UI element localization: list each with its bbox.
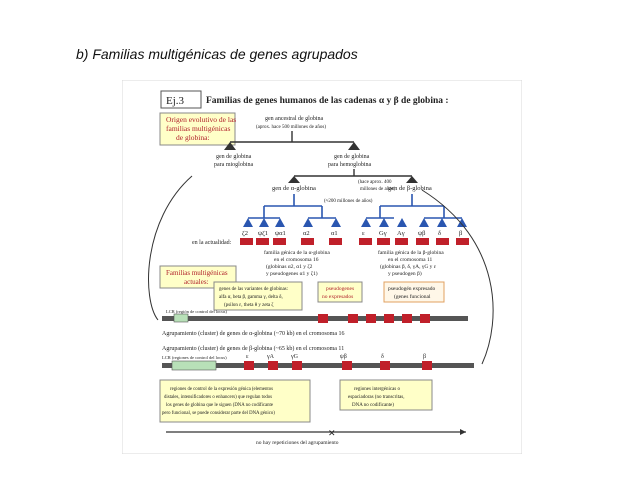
families-line-1: Familias multigénicas <box>166 269 228 277</box>
alpha-family-3: (globinas α2, α1 y ζ2 <box>266 263 313 270</box>
intergenic-line-1: regiones intergénicas o <box>354 387 401 392</box>
footer-note: no hay repeticiones del agrupamiento <box>256 440 339 446</box>
control-line-3: los genes de globina que le siguen (DNA … <box>166 403 273 408</box>
beta-family-4: y pseudogen β) <box>388 270 422 277</box>
beta-gene-2: Gγ <box>379 230 387 237</box>
alpha-family-4: y pseudogenes α1 y ζ1) <box>266 270 318 277</box>
expressed-line-2: (genes funcional <box>394 293 431 300</box>
beta-family-2: en el cromosoma 11 <box>388 257 432 263</box>
alpha-gene-3: ψα1 <box>275 230 286 237</box>
intergenic-box <box>339 379 433 411</box>
hemoglobina-label-2: para hemoglobina <box>328 162 371 168</box>
lcr-alpha: LCR (región de control del locus) <box>166 309 227 314</box>
cluster-alpha: Agrupamiento (cluster) de genes de α-glo… <box>162 330 345 337</box>
mioglobina-label-1: gen de globina <box>216 154 252 160</box>
beta-gene-1: ε <box>362 230 365 237</box>
beta-gene-6: β <box>459 230 463 237</box>
section-heading: b) Familias multigénicas de genes agrupa… <box>76 46 358 62</box>
alpha-gene-label: gen de α-globina <box>272 185 316 192</box>
ancestral-label: gen ancestral de globina <box>265 116 323 122</box>
variants-line-3: (psilon ε, theta θ y zeta ζ <box>224 302 273 308</box>
control-line-1: regiones de control de la expresión géni… <box>170 387 273 392</box>
cluster-beta: Agrupamiento (cluster) de genes de β-glo… <box>162 345 344 352</box>
no-repeat-cross-icon: ✕ <box>328 428 336 438</box>
beta-row-3: γG <box>290 354 299 360</box>
figure-label: Ej.3 <box>166 95 185 107</box>
mioglobina-label-2: para mioglobina <box>214 162 253 168</box>
beta-row-5: δ <box>381 354 384 360</box>
pseudogenes-line-2: no expresados <box>322 294 353 300</box>
expressed-box <box>383 281 445 303</box>
beta-row-4: ψβ <box>340 354 347 360</box>
variants-box <box>213 281 303 311</box>
alpha-gene-4: α2 <box>303 230 310 237</box>
intergenic-line-2: espaciadoras (no transcritas, <box>348 395 405 400</box>
variants-line-2: alfa α, beta β, gamma γ, delta δ, <box>219 295 283 300</box>
beta-family-3: (globinas β, δ, γA, γG y ε <box>380 263 437 270</box>
beta-gene-4: ψβ <box>418 230 426 237</box>
beta-gene-5: δ <box>438 230 441 237</box>
beta-row-1: ε <box>246 354 249 360</box>
control-line-4: pero funcional, se puede considerar part… <box>162 411 275 416</box>
hemoglobina-label-1: gen de globina <box>334 154 370 160</box>
alpha-gene-5: α1 <box>331 230 338 237</box>
intergenic-line-3: DNA no codificante) <box>352 403 394 408</box>
origin-line-1: Origen evolutivo de las <box>166 115 236 124</box>
beta-gene-label: gen de β-globina <box>388 185 432 192</box>
families-line-2: actuales: <box>184 278 209 286</box>
lcr-beta: LCR (regiones de control del locus) <box>162 355 227 360</box>
origin-box <box>159 112 236 146</box>
split-note-2: millones de años) <box>360 187 396 192</box>
expressed-line-1: pseudogén expresado <box>388 286 435 292</box>
origin-line-2: familias multigénicas <box>166 124 230 133</box>
beta-gene-3: Aγ <box>397 230 405 237</box>
origin-line-3: de globina: <box>176 133 210 142</box>
alpha-family-2: en el cromosoma 16 <box>274 257 319 263</box>
ancestral-note: (aprox. hace 500 millones de años) <box>256 125 326 130</box>
alpha-family-1: familia génica de la α-globina <box>264 249 330 256</box>
figure-title: Familias de genes humanos de las cadenas… <box>206 96 449 106</box>
pseudogenes-line-1: pseudogenes <box>326 286 354 292</box>
figure-label-box <box>160 90 202 109</box>
beta-family-1: familia génica de la β-globina <box>378 249 444 256</box>
pseudogenes-box <box>317 281 363 303</box>
alpha-gene-2: ψζ1 <box>258 230 268 237</box>
split-note-1: (hace aprox. 400 <box>358 180 392 185</box>
beta-row-6: β <box>423 354 426 360</box>
actualidad-label: en la actualidad: <box>192 240 232 246</box>
split-note-3: (≈200 millones de años) <box>324 199 373 204</box>
globin-figure: Ej.3 Familias de genes humanos de las ca… <box>122 80 522 454</box>
variants-line-1: genes de las variantes de globinas: <box>219 287 288 292</box>
control-box <box>159 379 311 423</box>
control-line-2: distales, intensificadores o enhancers) … <box>164 395 272 400</box>
alpha-gene-1: ζ2 <box>242 230 248 237</box>
beta-row-2: γA <box>266 354 275 360</box>
